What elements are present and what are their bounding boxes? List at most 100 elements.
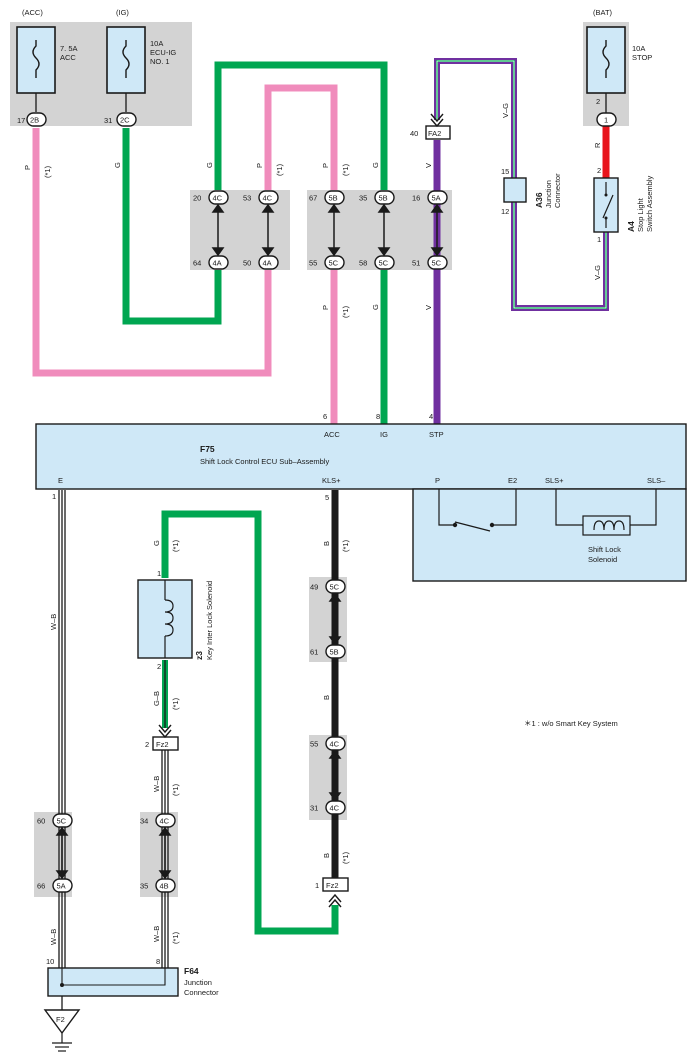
oval-5b-35 xyxy=(374,190,395,205)
oval-5c-51 xyxy=(427,255,448,270)
ecu-top-pin-4: 4 xyxy=(429,412,433,421)
ecu-bottom-pin-1: 1 xyxy=(52,492,56,501)
a36-code: A36 xyxy=(534,192,544,208)
a36-pin-bottom: 12 xyxy=(501,207,509,216)
junction-lower-bottom-pin: 31 xyxy=(310,804,318,813)
fz2-top-connector xyxy=(152,724,179,751)
bat-fuse-rating: 10A xyxy=(632,44,645,53)
ecu-label-kls: KLS+ xyxy=(322,476,341,485)
wire-green-kls xyxy=(161,510,339,935)
wire-note-b-1: (*1) xyxy=(341,539,350,552)
wire-label-b-1: B xyxy=(322,541,331,546)
ecu-internal-e2: E2 xyxy=(508,476,517,485)
junction-lower-top-conn: 4C xyxy=(330,740,340,749)
fa2-pin: 40 xyxy=(410,129,418,138)
acc-pin: 17 xyxy=(17,116,25,125)
junction-top-conn: 4C xyxy=(213,194,223,203)
fz2-top-pin: 2 xyxy=(145,740,149,749)
ecu-internal-p: P xyxy=(435,476,440,485)
ecu-label-stp: STP xyxy=(429,430,444,439)
wire-note-wb-mid-1: (*1) xyxy=(171,783,180,796)
oval-5c-58 xyxy=(374,255,395,270)
wire-label-top-1: G xyxy=(205,162,214,168)
z3-code: z3 xyxy=(194,651,204,660)
junction-bottom-pin: 51 xyxy=(412,259,420,268)
junction-lower-top-pin: 34 xyxy=(140,817,148,826)
junction-lower-bottom-conn: 5B xyxy=(330,648,339,657)
ecu-panel xyxy=(35,423,687,490)
a4-stop-light-switch xyxy=(593,177,619,233)
a4-pin-top: 2 xyxy=(597,166,601,175)
fz2-bottom-pin: 1 xyxy=(315,881,319,890)
ecu-internal-slsp: SLS+ xyxy=(545,476,564,485)
junction-bottom-pin: 64 xyxy=(193,259,201,268)
ecu-top-pin-8: 8 xyxy=(376,412,380,421)
f64-code: F64 xyxy=(184,966,199,976)
f64-junction-connector xyxy=(47,967,179,1010)
fa2-connector xyxy=(425,113,451,140)
fz2-top-name: Fz2 xyxy=(156,740,169,749)
ecu-code: F75 xyxy=(200,444,215,454)
wire-label-wb-1: W–B xyxy=(49,614,58,630)
bat-supply-label: (BAT) xyxy=(593,8,613,17)
connector-ovals xyxy=(26,112,617,893)
a4-name2: Switch Assembly xyxy=(645,175,654,232)
footnote: ＊1 : w/o Smart Key System xyxy=(524,719,618,728)
oval-4c-55 xyxy=(325,736,346,751)
ig-fuse-name: ECU-IG xyxy=(150,48,176,57)
wire-note-b-3: (*1) xyxy=(341,851,350,864)
oval-4a-64 xyxy=(208,255,229,270)
junction-lower-top-pin: 49 xyxy=(310,583,318,592)
junction-lower-bottom-conn: 5A xyxy=(57,882,66,891)
junction-lower-bottom-conn: 4C xyxy=(330,804,340,813)
wire-note-gb: (*1) xyxy=(171,697,180,710)
wire-label-r: R xyxy=(593,142,602,148)
oval-4c-20 xyxy=(208,190,229,205)
oval-4c-34 xyxy=(155,813,176,828)
a36-name2: Connector xyxy=(553,173,562,208)
junction-top-pin: 35 xyxy=(359,194,367,203)
wire-label-top-5: V xyxy=(424,163,433,168)
ecu-ig-fuse xyxy=(106,26,146,94)
junction-bottom-pin: 58 xyxy=(359,259,367,268)
f64-name: Junction xyxy=(184,978,212,987)
wire-label-wb-mid-2: W–B xyxy=(152,926,161,942)
junction-top-pin: 67 xyxy=(309,194,317,203)
ig-fuse-name2: NO. 1 xyxy=(150,57,170,66)
ig-fuse-rating: 10A xyxy=(150,39,163,48)
ig-supply-label: (IG) xyxy=(116,8,129,17)
wire-label-b-2: B xyxy=(322,695,331,700)
oval-bat-1 xyxy=(596,112,617,127)
bat-conn: 1 xyxy=(604,116,608,125)
oval-5a-66 xyxy=(52,878,73,893)
shift-lock-solenoid-label2: Solenoid xyxy=(588,555,617,564)
junction-lower-bottom-pin: 66 xyxy=(37,882,45,891)
oval-4b-35 xyxy=(155,878,176,893)
wire-label-lc-v1: V xyxy=(424,305,433,310)
oval-2b xyxy=(26,112,47,127)
junction-arrows xyxy=(55,203,444,880)
junction-bottom-conn: 4A xyxy=(263,259,272,268)
junction-top-pin: 16 xyxy=(412,194,420,203)
oval-5c-55 xyxy=(324,255,345,270)
junction-top-conn: 5A xyxy=(432,194,441,203)
junction-lower-top-pin: 60 xyxy=(37,817,45,826)
z3-key-interlock-solenoid xyxy=(137,579,193,659)
wire-label-lc-p1: P xyxy=(321,305,330,310)
fz2-bottom-connector xyxy=(322,877,349,908)
z3-name: Key Inter Lock Solenoid xyxy=(205,581,214,660)
junction-top-pin: 20 xyxy=(193,194,201,203)
wire-label-lc-g1: G xyxy=(371,304,380,310)
ecu-label-e: E xyxy=(58,476,63,485)
z3-pin-bottom: 2 xyxy=(157,662,161,671)
oval-4a-50 xyxy=(258,255,279,270)
f64-pin-left: 10 xyxy=(46,957,54,966)
wire-label-p-acc: P xyxy=(23,165,32,170)
acc-fuse xyxy=(16,26,56,94)
wire-label-wb-mid-1: W–B xyxy=(152,776,161,792)
junction-lower-bottom-conn: 4B xyxy=(160,882,169,891)
wire-note-top-3: (*1) xyxy=(341,163,350,176)
wire-label-vg-a36: V–G xyxy=(501,103,510,118)
